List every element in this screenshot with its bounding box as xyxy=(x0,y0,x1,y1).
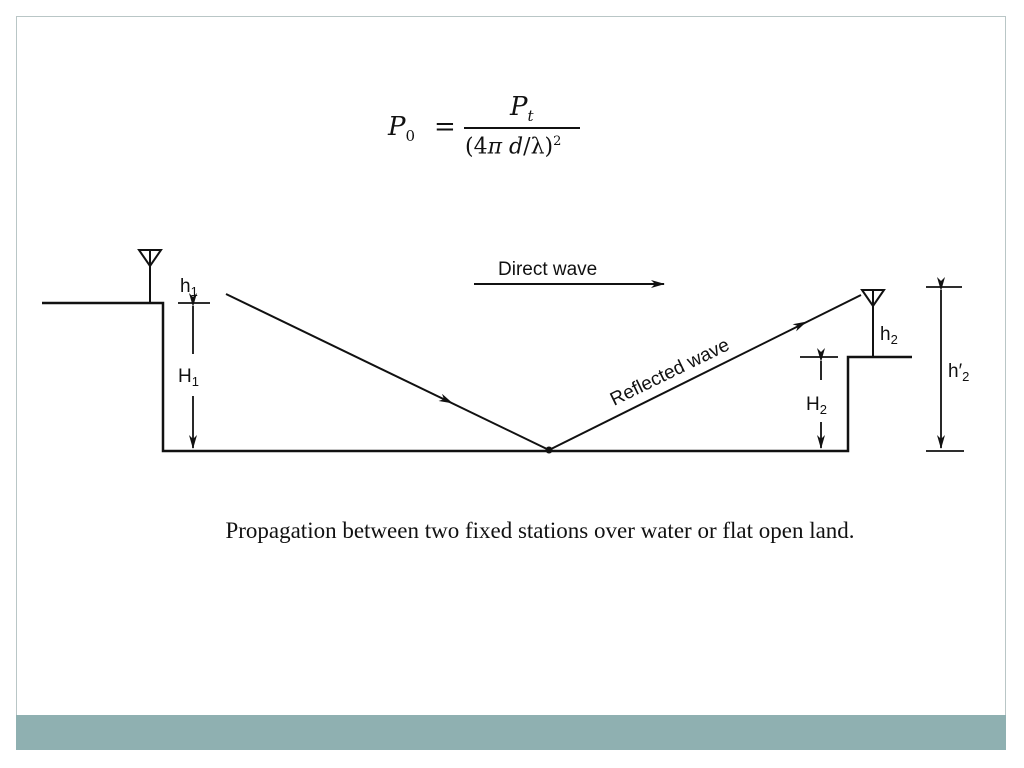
terrain-left xyxy=(42,301,548,453)
formula-equals: = xyxy=(434,112,456,142)
footer-bar xyxy=(16,715,1006,750)
h2-label: h2 xyxy=(880,324,898,347)
H1-dimension xyxy=(178,293,210,449)
fraction-bar xyxy=(464,127,580,129)
h2-prime-dimension xyxy=(926,277,964,452)
incident-ray-arrow xyxy=(399,377,453,404)
formula-lhs: P0 xyxy=(388,112,416,146)
H1-label: H1 xyxy=(178,366,199,389)
formula-denominator: (4π d/λ)2 xyxy=(465,134,562,160)
h1-label: h1 xyxy=(180,276,198,299)
figure-caption: Propagation between two fixed stations o… xyxy=(225,518,855,543)
reflected-ray xyxy=(548,294,862,451)
path-loss-formula: P0 = Pt (4π d/λ)2 xyxy=(388,92,588,172)
reflected-wave-label: Reflected wave xyxy=(607,335,733,411)
direct-wave-label: Direct wave xyxy=(498,259,597,280)
H2-dimension xyxy=(800,348,838,449)
slide-frame xyxy=(16,16,1006,750)
h2-prime-label: h′2 xyxy=(948,361,969,384)
antenna-right-icon xyxy=(860,289,886,357)
reflected-ray-arrow xyxy=(759,321,807,346)
formula-numerator: Pt xyxy=(510,92,534,126)
incident-ray xyxy=(225,293,550,451)
antenna-left-icon xyxy=(137,249,163,303)
terrain-right xyxy=(548,355,912,453)
H2-label: H2 xyxy=(806,394,827,417)
